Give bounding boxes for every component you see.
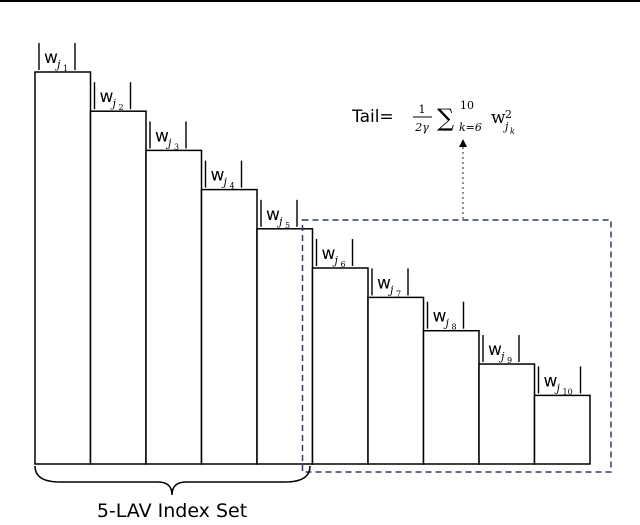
label-base: w <box>100 87 114 107</box>
bar-6 <box>311 267 369 465</box>
label-base: w <box>322 244 336 264</box>
label-subsub: 3 <box>174 142 179 151</box>
label-sub: j <box>221 176 228 189</box>
bar-5 <box>256 228 314 465</box>
tail-term-sup: 2 <box>505 108 512 121</box>
label-subsub: 10 <box>563 387 573 396</box>
label-sub: j <box>387 283 394 296</box>
bar-8 <box>422 329 480 465</box>
tail-fraction-numerator: 1 <box>419 103 426 116</box>
bar-4 <box>200 188 258 465</box>
label-base: w <box>433 307 447 327</box>
label-sub: j <box>443 317 450 330</box>
tail-term-base: w <box>491 108 506 128</box>
label-subsub: 2 <box>119 103 124 112</box>
tail-formula: Tail= 1 2γ ∑ 10 k=6 w 2 j k <box>351 99 515 136</box>
label-subsub: 4 <box>230 182 235 191</box>
label-subsub: 7 <box>396 289 401 298</box>
index-set-brace <box>34 465 311 496</box>
label-sub: j <box>498 350 505 363</box>
label-sub: j <box>110 97 117 110</box>
label-sub: j <box>54 58 61 71</box>
label-base: w <box>211 166 225 186</box>
label-base: w <box>155 126 169 146</box>
label-subsub: 9 <box>507 356 512 365</box>
label-subsub: 6 <box>341 260 346 269</box>
tail-arrow-head <box>459 139 467 147</box>
bar-2 <box>89 110 147 465</box>
label-sub: j <box>332 254 339 267</box>
label-subsub: 8 <box>452 323 457 332</box>
label-base: w <box>44 48 58 68</box>
label-base: w <box>377 273 391 293</box>
tail-sigma: ∑ <box>437 104 454 132</box>
tail-term-sub: j <box>502 120 509 133</box>
bar-9 <box>478 363 536 465</box>
tail-region-box <box>301 219 612 473</box>
bar-3 <box>145 149 203 465</box>
label-base: w <box>488 340 502 360</box>
label-subsub: 5 <box>285 221 290 230</box>
index-set-label: 5-LAV Index Set <box>97 500 247 522</box>
tail-sum-lower: k=6 <box>459 121 482 134</box>
label-base: w <box>544 371 558 391</box>
label-sub: j <box>165 136 172 149</box>
bar-7 <box>367 296 425 465</box>
tail-sum-upper: 10 <box>460 99 474 112</box>
label-base: w <box>266 205 280 225</box>
bar-10 <box>533 394 591 465</box>
tail-fraction-denominator: 2γ <box>414 121 429 134</box>
tail-prefix: Tail= <box>351 107 394 127</box>
label-sub: j <box>554 381 561 394</box>
bar-1 <box>34 71 92 465</box>
label-sub: j <box>276 215 283 228</box>
top-border <box>0 0 640 2</box>
label-subsub: 1 <box>63 64 68 73</box>
tail-term-subsub: k <box>510 127 515 136</box>
